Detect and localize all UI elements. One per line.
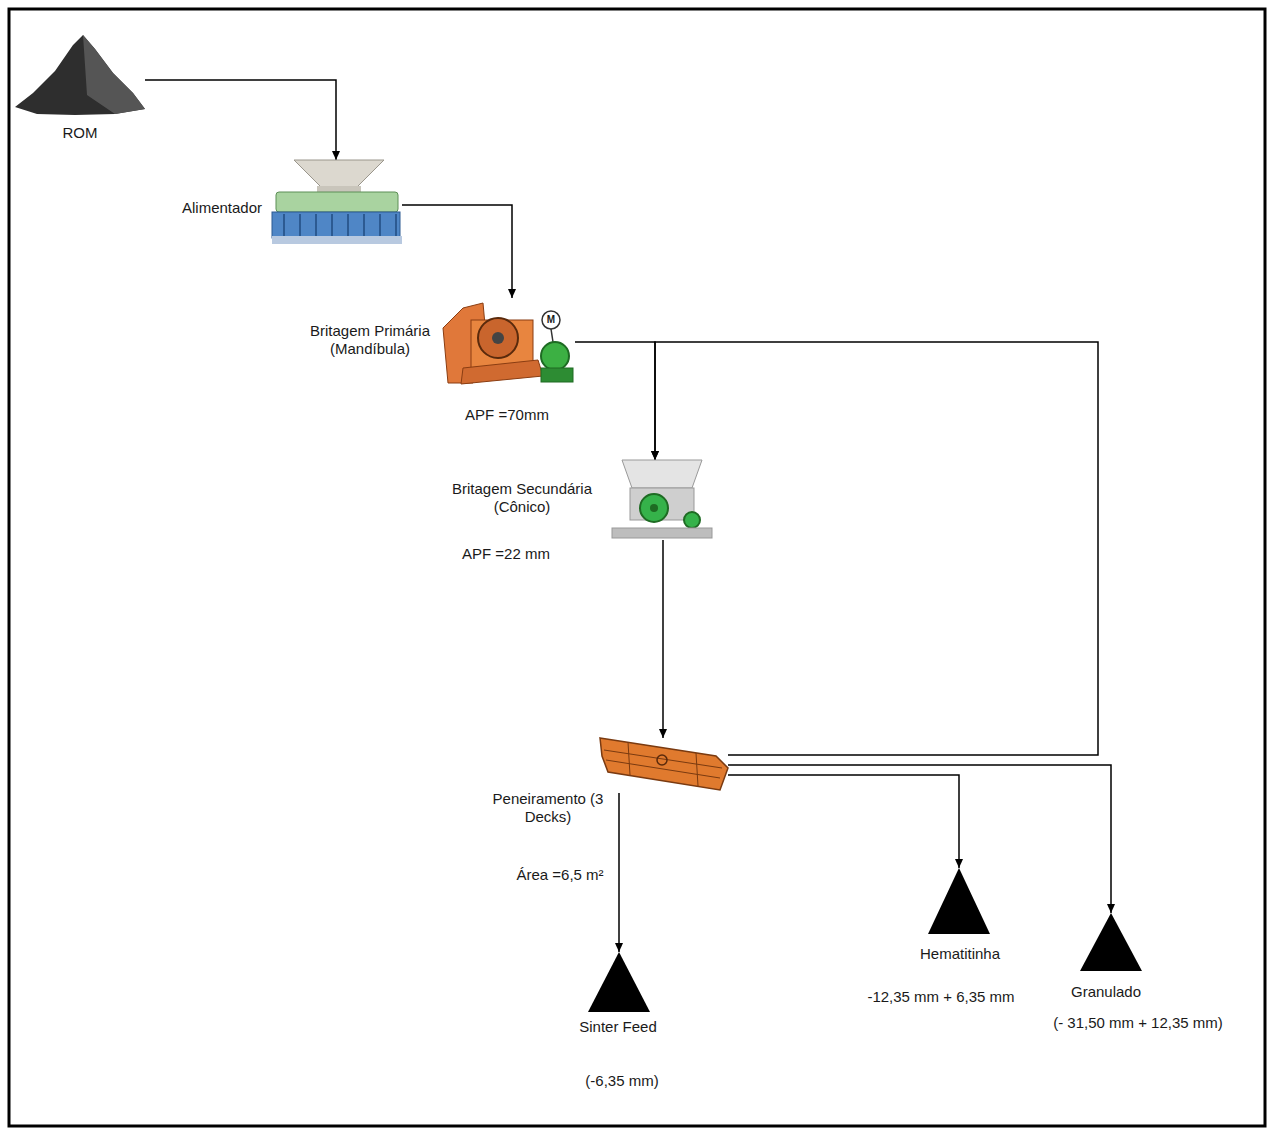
- feeder-body: [276, 192, 398, 212]
- equipment-label: Alimentador: [157, 199, 287, 217]
- feeder-node: Alimentador: [272, 160, 402, 245]
- feeder-rib: [299, 214, 301, 236]
- feeder-rib: [331, 214, 333, 236]
- equipment-label: Hematitinha: [885, 945, 1035, 963]
- flow-line: [655, 342, 1098, 755]
- equipment-illustration: [928, 868, 990, 934]
- feeder-rib: [347, 214, 349, 236]
- rom-pile-shade: [83, 35, 145, 114]
- screen-node: Peneiramento (3 Decks)Área =6,5 m²: [598, 738, 728, 793]
- screen-deck: [604, 750, 722, 768]
- page-frame: [9, 9, 1265, 1126]
- motor-lead: [551, 329, 553, 342]
- flow-line: [728, 765, 1111, 913]
- cone-base: [612, 528, 712, 538]
- product-pile: [928, 868, 990, 934]
- product-pile: [1080, 913, 1142, 971]
- spec-label: APF =22 mm: [436, 545, 576, 563]
- equipment-illustration: [598, 738, 728, 793]
- equipment-label: Peneiramento (3 Decks): [491, 790, 606, 826]
- spec-label: -12,35 mm + 6,35 mm: [831, 988, 1051, 1006]
- flow-line: [662, 540, 664, 738]
- flow-line: [728, 775, 959, 868]
- spec-label: APF =70mm: [437, 406, 577, 424]
- feeder-rib: [315, 214, 317, 236]
- equipment-illustration: [588, 952, 650, 1012]
- equipment-label: Britagem Primária (Mandíbula): [295, 322, 445, 358]
- equipment-label: Sinter Feed: [548, 1018, 688, 1036]
- cone-drive: [640, 494, 668, 522]
- screen-vibrator: [657, 755, 667, 765]
- cone-motor: [684, 512, 700, 528]
- feeder-rib: [363, 214, 365, 236]
- jaw-hub: [492, 332, 504, 344]
- spec-label: Área =6,5 m²: [490, 866, 630, 884]
- equipment-illustration: [272, 160, 402, 245]
- rom-pile-node: ROM: [15, 35, 145, 115]
- equipment-illustration: [15, 35, 145, 115]
- jaw-crusher-node: Britagem Primária (Mandíbula)APF =70mm: [443, 298, 575, 386]
- screen-post: [628, 742, 630, 775]
- rom-pile: [15, 35, 145, 115]
- product-pile: [588, 952, 650, 1012]
- feeder-frame: [272, 212, 400, 238]
- flow-line: [575, 342, 655, 460]
- spec-label: (- 31,50 mm + 12,35 mm): [1028, 1014, 1248, 1032]
- feeder-base: [272, 236, 402, 244]
- flow-line: [618, 793, 620, 952]
- equipment-illustration: [612, 460, 712, 540]
- screen-body: [600, 738, 728, 790]
- jaw-flywheel: [478, 318, 518, 358]
- screen-deck: [606, 760, 720, 778]
- equipment-illustration: [443, 298, 575, 386]
- cone-hopper: [622, 460, 702, 488]
- jaw-base: [461, 360, 543, 384]
- motor-base: [541, 368, 573, 382]
- cone-crusher-node: Britagem Secundária (Cônico)APF =22 mm: [612, 460, 712, 540]
- flow-line: [402, 205, 512, 298]
- cone-drive-hub: [650, 504, 658, 512]
- equipment-label: Britagem Secundária (Cônico): [442, 480, 602, 516]
- feeder-rib: [379, 214, 381, 236]
- motor: [541, 342, 569, 370]
- screen-post: [696, 753, 698, 786]
- product-pile-node: Hematitinha-12,35 mm + 6,35 mm: [928, 868, 990, 934]
- feeder-rib: [395, 214, 397, 236]
- product-pile-node: Granulado(- 31,50 mm + 12,35 mm): [1080, 913, 1142, 971]
- spec-label: (-6,35 mm): [552, 1072, 692, 1090]
- equipment-label: Granulado: [1036, 983, 1176, 1001]
- motor-symbol: [542, 311, 560, 329]
- flow-line: [145, 80, 336, 160]
- product-pile-node: Sinter Feed(-6,35 mm): [588, 952, 650, 1012]
- equipment-illustration: [1080, 913, 1142, 971]
- equipment-label: ROM: [20, 124, 140, 142]
- feeder-hopper: [294, 160, 384, 188]
- feeder-rib: [283, 214, 285, 236]
- motor-letter: M: [542, 311, 560, 329]
